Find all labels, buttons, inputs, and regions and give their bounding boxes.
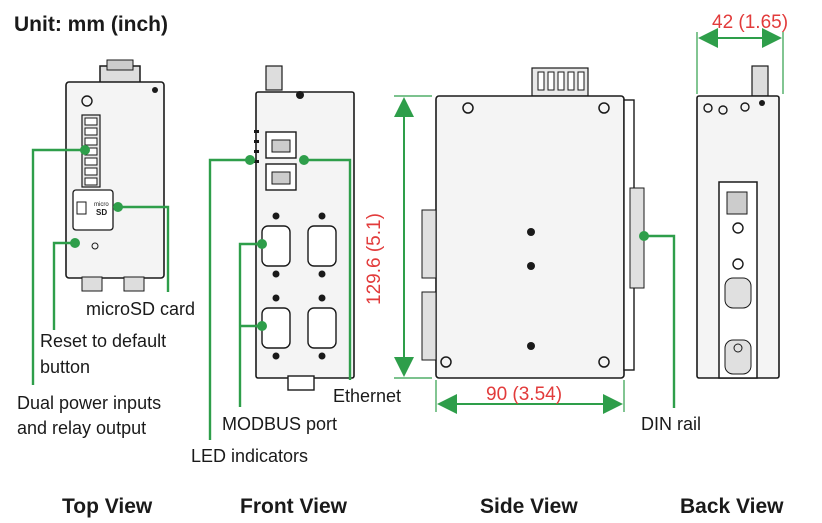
- reset-button-label-line2: button: [40, 357, 91, 377]
- side-view-drawing: [421, 67, 645, 379]
- height-dimension-label: 129.6 (5.1): [364, 213, 385, 305]
- led-indicators-label: LED indicators: [191, 446, 309, 466]
- unit-label: Unit: mm (inch): [14, 13, 168, 36]
- modbus-port-2: [307, 225, 337, 267]
- depth-dimension-label: 90 (3.54): [486, 384, 563, 405]
- modbus-port-label: MODBUS port: [222, 414, 338, 434]
- svg-text:micro: micro: [94, 202, 109, 208]
- width-dimension-label: 42 (1.65): [712, 12, 789, 33]
- power-inputs-label-line2: and relay output: [17, 418, 147, 438]
- ethernet-label: Ethernet: [333, 386, 402, 406]
- top-view-drawing: micro SD: [65, 59, 165, 292]
- microsd-card-label: microSD card: [86, 299, 196, 319]
- modbus-port-4: [307, 307, 337, 349]
- power-inputs-label-line1: Dual power inputs: [17, 393, 162, 413]
- front-view-drawing: [254, 65, 355, 391]
- reset-button-label-line1: Reset to default: [40, 331, 167, 351]
- side-view-body: [435, 95, 625, 379]
- front-view-title: Front View: [240, 495, 347, 518]
- side-view-title: Side View: [480, 495, 578, 518]
- callout-lines: [31, 148, 676, 440]
- back-view-title: Back View: [680, 495, 784, 518]
- svg-text:SD: SD: [96, 208, 107, 217]
- din-rail-label: DIN rail: [641, 414, 702, 434]
- top-view-title: Top View: [62, 495, 153, 518]
- microsd-slot: [72, 189, 114, 231]
- back-view-drawing: [696, 65, 780, 379]
- top-view-body: [65, 81, 165, 279]
